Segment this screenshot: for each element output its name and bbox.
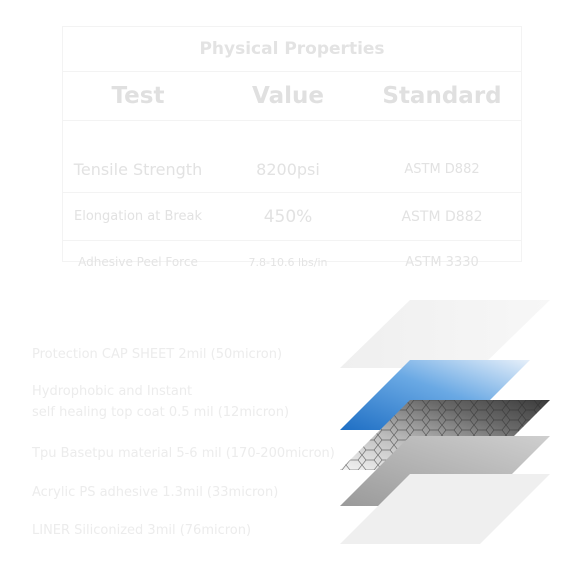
- layer-label-top-coat-line1: Hydrophobic and Instant: [32, 384, 193, 399]
- header-test: Test: [111, 83, 165, 109]
- liner-layer: [340, 474, 550, 544]
- header-standard: Standard: [382, 83, 502, 109]
- cell-standard: ASTM D882: [404, 162, 480, 177]
- layer-label-liner: LINER Siliconized 3mil (76micron): [32, 523, 252, 538]
- top-coat-layer: [340, 360, 530, 430]
- cell-standard: ASTM D882: [401, 208, 483, 225]
- layer-label-tpu-base: Tpu Basetpu material 5-6 mil (170-200mic…: [32, 446, 335, 461]
- cap-sheet-layer: [340, 300, 550, 368]
- cell-test: Elongation at Break: [74, 209, 202, 224]
- physical-properties-table: Physical Properties Test Value Standard …: [62, 26, 522, 270]
- cell-value: 7.8-10.6 lbs/in: [248, 255, 328, 269]
- cell-value: 450%: [263, 206, 313, 227]
- cell-test: Tensile Strength: [73, 160, 203, 179]
- film-layers-diagram: [340, 300, 550, 544]
- table-row: Adhesive Peel Force 7.8-10.6 lbs/in ASTM…: [63, 241, 521, 283]
- layer-label-cap-sheet: Protection CAP SHEET 2mil (50micron): [32, 347, 283, 362]
- cell-value: 8200psi: [256, 160, 320, 179]
- table-title: Physical Properties: [63, 27, 521, 72]
- header-value: Value: [252, 83, 324, 109]
- cell-test: Adhesive Peel Force: [78, 255, 198, 269]
- table-row: Elongation at Break 450% ASTM D882: [63, 193, 521, 241]
- table-header-row: Test Value Standard: [63, 72, 521, 121]
- cell-standard: ASTM 3330: [405, 254, 479, 270]
- table-row: Tensile Strength 8200psi ASTM D882: [63, 147, 521, 193]
- layer-label-adhesive: Acrylic PS adhesive 1.3mil (33micron): [32, 485, 279, 500]
- layer-label-top-coat-line2: self healing top coat 0.5 mil (12micron): [32, 405, 290, 420]
